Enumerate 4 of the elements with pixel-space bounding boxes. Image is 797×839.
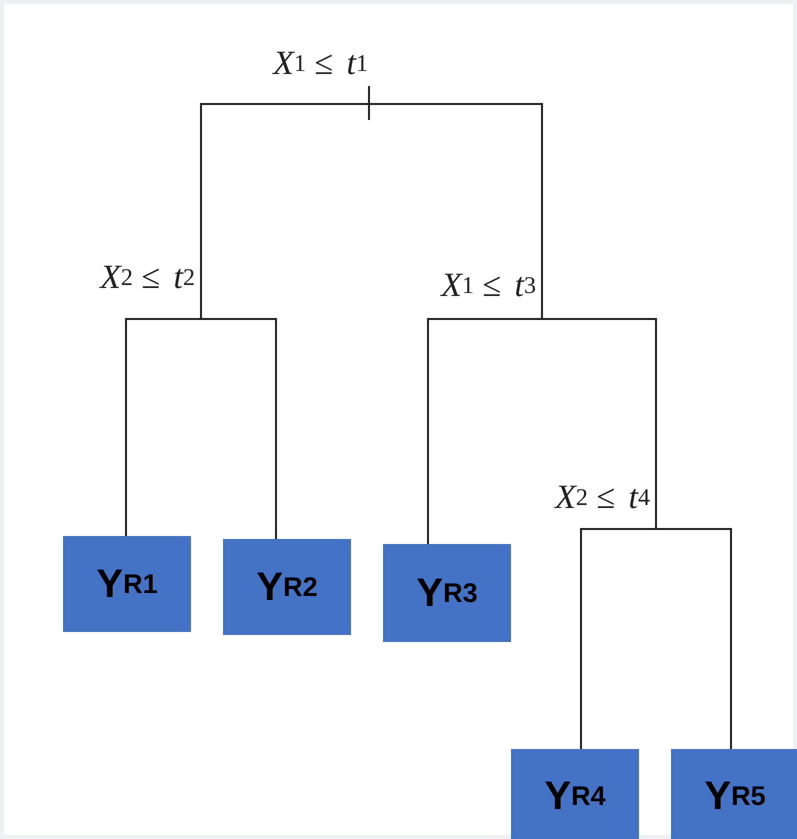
- tree-branch: [655, 520, 732, 749]
- tree-branch: [200, 300, 277, 539]
- tree-branch: [541, 308, 657, 520]
- tree-branch: [368, 86, 543, 308]
